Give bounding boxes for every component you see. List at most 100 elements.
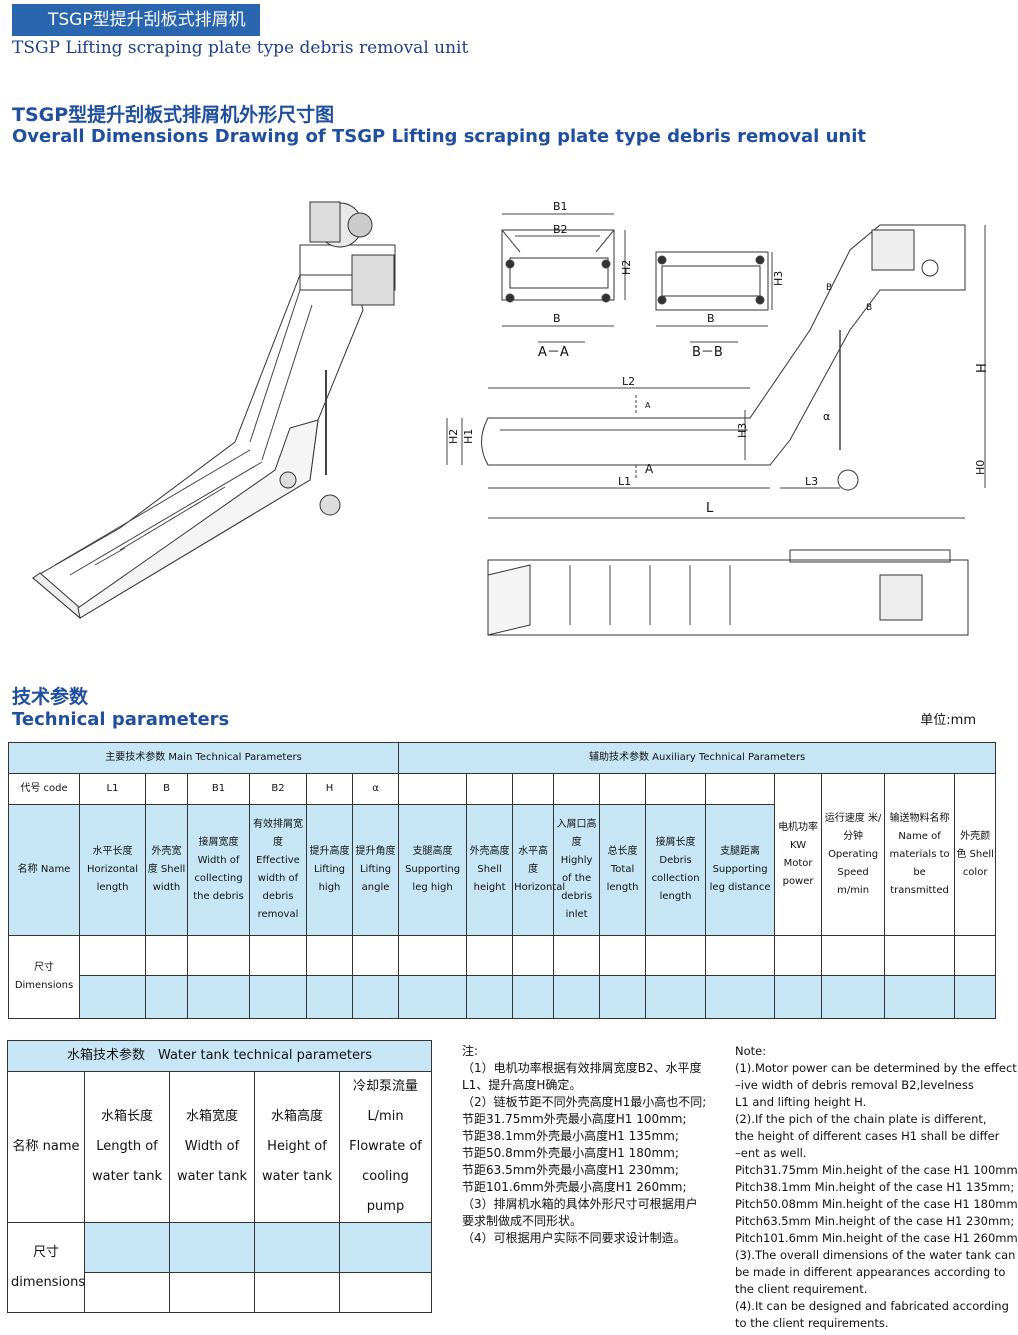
note-line: 节距63.5mm外壳最小高度H1 230mm;	[462, 1163, 679, 1177]
section-aa	[501, 213, 626, 343]
name-cell: 接屑长度 Debris collection length	[645, 804, 707, 936]
note-line: (2).If the pich of the chain plate is di…	[735, 1112, 987, 1126]
water-tank-header: 水箱技术参数 Water tank technical parameters	[6, 1040, 433, 1072]
drawing-title-cn: TSGP型提升刮板式排屑机外形尺寸图	[12, 104, 335, 126]
name-cell: 水平长度 Horizontal length	[79, 804, 146, 936]
label-l: L	[706, 501, 714, 516]
water-col: 水箱宽度 Width of water tank	[169, 1071, 255, 1223]
label-a-top: A	[645, 401, 651, 410]
tech-title-cn: 技术参数	[12, 686, 89, 708]
note-line: to the client requirements.	[735, 1316, 889, 1330]
water-dimensions-label: 尺寸 dimensions	[7, 1222, 85, 1313]
note-line: be made in different appearances accordi…	[735, 1265, 1006, 1279]
name-cell: 有效排屑宽度 Effective width of debris removal	[249, 804, 307, 936]
label-h2: H2	[447, 429, 460, 444]
label-h3: H3	[736, 423, 749, 438]
label-h: H	[975, 363, 990, 373]
label-h2-aa: H2	[620, 260, 633, 275]
note-line: 节距101.6mm外壳最小高度H1 260mm;	[462, 1180, 687, 1194]
note-line: Pitch38.1mm Min.height of the case H1 13…	[735, 1180, 1015, 1194]
label-b1: B1	[553, 200, 568, 213]
note-line: （2）链板节距不同外壳高度H1最小高也不同;	[462, 1095, 707, 1109]
note-line: the client requirement.	[735, 1282, 868, 1296]
water-name-label: 名称 name	[7, 1071, 85, 1223]
aux-params-header: 辅助技术参数 Auxiliary Technical Parameters	[398, 742, 997, 774]
note-line: Pitch101.6mm Min.height of the case H1 2…	[735, 1231, 1018, 1245]
dimension-drawing: B1 B2 B H2 A－A B H3 B－B L2 L1 L3 L H H0 …	[32, 200, 990, 636]
water-tank-table: 水箱技术参数 Water tank technical parameters 名…	[6, 1040, 433, 1313]
name-cell: 支腿高度 Supporting leg high	[398, 804, 468, 936]
code-cell: α	[351, 773, 400, 805]
note-line: –ent as well.	[735, 1146, 807, 1160]
note-line: (1).Motor power can be determined by the…	[735, 1061, 1017, 1075]
note-line: Pitch63.5mm Min.height of the case H1 23…	[735, 1214, 1015, 1228]
code-label: 代号 code	[8, 773, 80, 805]
name-cell: 总长度 Total length	[599, 804, 647, 936]
label-b-bottom: B	[866, 303, 872, 313]
label-alpha: α	[823, 410, 830, 423]
note-line: –ive width of debris removal B2,levelnes…	[735, 1078, 974, 1092]
code-cell: B2	[249, 773, 307, 805]
name-cell: 运行速度 米/分钟 Operating Speed m/min	[821, 773, 886, 936]
name-cell: 提升高度 Lifting high	[306, 804, 353, 936]
note-line: the height of different cases H1 shall b…	[735, 1129, 1000, 1143]
note-line: （3）排屑机水箱的具体外形尺寸可根据用户	[462, 1197, 698, 1211]
name-cell: 电机功率KW Motor power	[774, 773, 823, 936]
note-line: Note:	[735, 1044, 767, 1058]
water-col: 水箱高度 Height of water tank	[254, 1071, 340, 1223]
note-line: 注:	[462, 1044, 479, 1058]
note-line: 节距50.8mm外壳最小高度H1 180mm;	[462, 1146, 679, 1160]
note-line: Pitch50.08mm Min.height of the case H1 1…	[735, 1197, 1018, 1211]
section-bb	[655, 251, 773, 343]
label-b-aa: B	[553, 312, 561, 325]
note-line: （1）电机功率根据有效排屑宽度B2、水平度	[462, 1061, 702, 1075]
notes-cn: 注: （1）电机功率根据有效排屑宽度B2、水平度 L1、提升高度H确定。 （2）…	[462, 1043, 724, 1247]
water-col: 冷却泵流量 L/min Flowrate of cooling pump	[338, 1071, 433, 1223]
technical-parameters-table: 主要技术参数 Main Technical Parameters 辅助技术参数 …	[7, 742, 997, 1019]
side-elevation	[446, 224, 986, 519]
notes-en: Note: (1).Motor power can be determined …	[735, 1043, 1018, 1332]
note-line: L1 and lifting height H.	[735, 1095, 867, 1109]
label-section-aa: A－A	[538, 345, 569, 360]
label-h1: H1	[462, 429, 475, 444]
note-line: (4).It can be designed and fabricated ac…	[735, 1299, 1009, 1313]
tech-title-en: Technical parameters	[12, 709, 230, 730]
note-line: (3).The overall dimensions of the water …	[735, 1248, 1016, 1262]
label-a-bottom: A	[645, 462, 654, 476]
note-line: （4）可根据用户实际不同要求设计制造。	[462, 1231, 686, 1245]
code-cell: B1	[187, 773, 250, 805]
name-cell: 外壳颜色 Shell color	[954, 773, 997, 936]
label-h0: H0	[974, 460, 987, 475]
label-b-bb: B	[707, 312, 715, 325]
label-l1: L1	[618, 475, 631, 488]
header-subtitle: TSGP Lifting scraping plate type debris …	[12, 38, 469, 58]
main-params-header: 主要技术参数 Main Technical Parameters	[7, 742, 400, 774]
drawing-title-en: Overall Dimensions Drawing of TSGP Lifti…	[12, 126, 867, 147]
unit-label: 单位:mm	[920, 713, 976, 728]
name-cell: 支腿距离 Supporting leg distance	[705, 804, 776, 936]
top-view	[487, 549, 969, 636]
code-cell: B	[145, 773, 188, 805]
note-line: 节距31.75mm外壳最小高度H1 100mm;	[462, 1112, 687, 1126]
note-line: L1、提升高度H确定。	[462, 1078, 582, 1092]
label-section-bb: B－B	[692, 345, 723, 360]
code-cell: H	[306, 773, 353, 805]
label-h3-bb: H3	[772, 271, 785, 286]
name-cell: 接屑宽度 Width of collecting the debris	[187, 804, 250, 936]
name-cell: 水平高度 Horizontal	[512, 804, 565, 936]
code-cell: L1	[79, 773, 146, 805]
name-cell: 入屑口高度 Highly of the debris inlet	[553, 804, 601, 936]
label-b-top: B	[826, 283, 832, 293]
label-l2: L2	[622, 375, 635, 388]
dimensions-label: 尺寸 Dimensions	[8, 935, 80, 1019]
header-tab: TSGP型提升刮板式排屑机	[12, 4, 260, 36]
name-cell: 外壳宽度 Shell width	[145, 804, 188, 936]
note-line: 要求制做成不同形状。	[462, 1214, 583, 1228]
conveyor-perspective-sketch	[32, 201, 396, 620]
name-cell: 输送物料名称 Name of materials to be transmitt…	[884, 773, 956, 936]
name-cell: 外壳高度 Shell height	[466, 804, 514, 936]
name-cell: 提升角度 Lifting angle	[351, 804, 400, 936]
label-b2: B2	[553, 223, 568, 236]
name-label: 名称 Name	[8, 804, 80, 936]
label-l3: L3	[805, 475, 818, 488]
